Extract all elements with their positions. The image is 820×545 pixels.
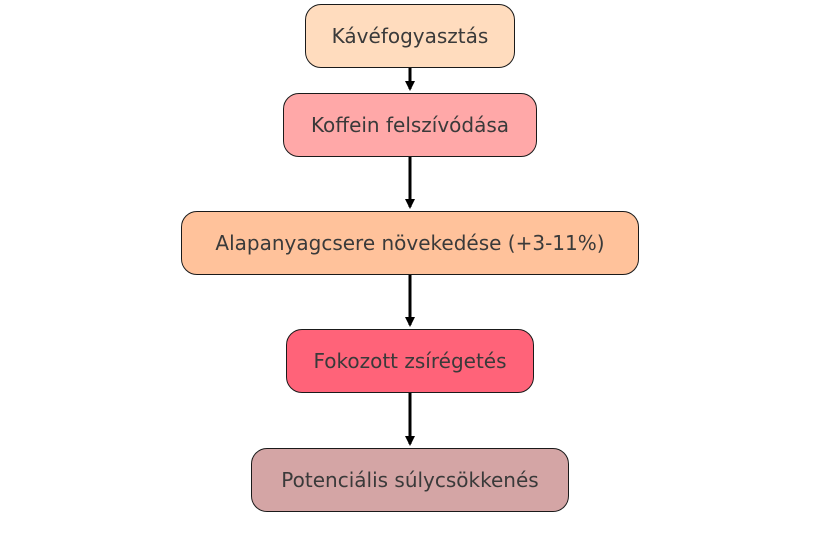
node-fat-burning: Fokozott zsírégetés [286,329,534,393]
node-weight-loss: Potenciális súlycsökkenés [251,448,569,512]
node-coffee-consumption: Kávéfogyasztás [305,4,515,68]
node-caffeine-absorption: Koffein felszívódása [283,93,537,157]
node-metabolism-increase: Alapanyagcsere növekedése (+3-11%) [181,211,639,275]
